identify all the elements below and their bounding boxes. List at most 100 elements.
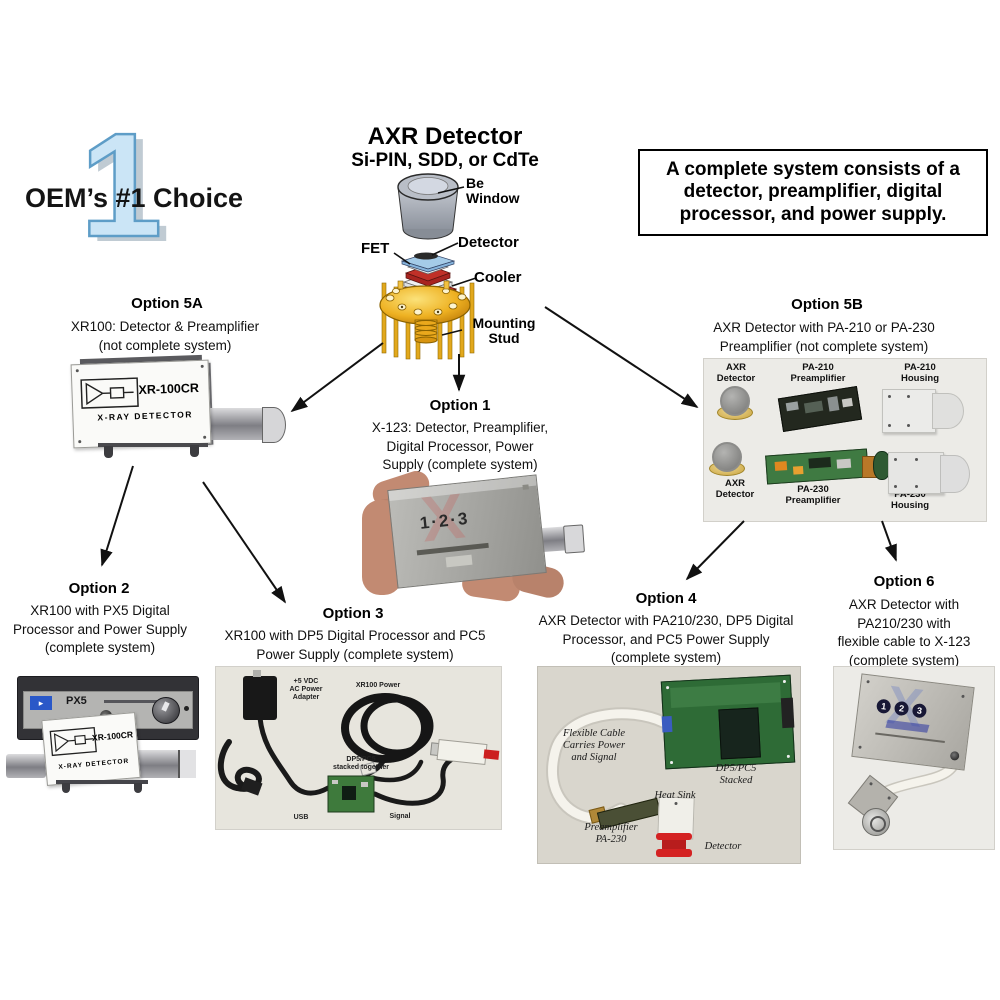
screw-dot	[858, 745, 862, 749]
mounting-stud-shape	[414, 319, 438, 344]
screw-dot	[888, 424, 891, 427]
option-4-desc: AXR Detector with PA210/230, DP5 Digital…	[538, 613, 794, 666]
usb-connector	[241, 777, 263, 796]
label-detector: Detector	[704, 841, 742, 852]
xr100-left-stub	[6, 754, 46, 778]
xr100-model-label: XR-100CR	[91, 729, 134, 743]
label-ac-adapter: +5 VDC AC Power Adapter	[289, 678, 323, 702]
option-5a-desc: XR100: Detector & Preamplifier (not comp…	[70, 319, 260, 353]
screw-dot	[915, 485, 918, 488]
option-5b-title: Option 5B	[791, 296, 863, 313]
board-part	[803, 400, 824, 414]
big-one-numeral: 1	[79, 103, 164, 268]
board-connector-dark	[780, 697, 795, 729]
xr100-snout-cap	[262, 407, 286, 443]
option-5b-desc: AXR Detector with PA-210 or PA-230 Pream…	[713, 320, 935, 354]
screw-dot	[907, 395, 910, 398]
option-6-desc: AXR Detector with PA210/230 with flexibl…	[837, 597, 971, 668]
screw-dot	[674, 801, 678, 806]
px5-text-row	[104, 700, 174, 703]
be-window-cap	[397, 173, 459, 240]
axr-detector-subtitle: Si-PIN, SDD, or CdTe	[351, 150, 539, 171]
option-3-cables	[217, 670, 500, 813]
dp5-pc5-board	[327, 775, 375, 813]
module-cylinder-end	[862, 808, 890, 836]
xr100-snout	[208, 408, 266, 440]
px5-jack	[184, 706, 189, 711]
red-detector-spool	[656, 833, 692, 857]
label-usb: USB	[293, 814, 309, 821]
option-4-title: Option 4	[635, 590, 697, 607]
label-preamplifier: Preamplifier PA-230	[584, 822, 638, 846]
board-part	[836, 458, 852, 469]
complete-system-note: A complete system consists of a detector…	[638, 149, 988, 237]
spool-flange	[656, 849, 692, 857]
coiled-cable	[341, 693, 429, 763]
option-1-desc: X-123: Detector, Preamplifier, Digital P…	[371, 420, 549, 473]
label-axr-detector-top: AXR Detector	[716, 362, 756, 384]
label-heat-sink: Heat Sink	[654, 790, 696, 801]
arrow-to-option-4	[685, 520, 745, 581]
label-flexible-cable: Flexible Cable Carries Power and Signal	[562, 728, 626, 764]
label-fet: FET	[361, 240, 390, 257]
preamp-schematic-icon	[80, 377, 139, 409]
x123-box-option6: X 1 2 3	[851, 673, 975, 771]
arrow-to-option-3	[202, 481, 287, 604]
axr-detector-title: AXR Detector	[367, 123, 523, 150]
xr100-foot	[104, 446, 113, 458]
xr100-mount-rail	[56, 780, 148, 784]
board-part	[808, 457, 832, 469]
xr100-foot	[190, 445, 199, 457]
label-pa230-preamp: PA-230 Preamplifier	[785, 484, 841, 506]
label-pa210-preamp: PA-210 Preamplifier	[790, 362, 846, 384]
arrow-to-option-6	[881, 520, 897, 562]
xr100-foot	[62, 783, 70, 793]
board-connector-blue	[661, 715, 673, 733]
option-2-title: Option 2	[68, 580, 130, 597]
option-1-title: Option 1	[429, 397, 491, 414]
board-part	[841, 397, 853, 408]
xr100-type-label: X-RAY DETECTOR	[97, 409, 194, 423]
label-pa210-housing: PA-210 Housing	[901, 362, 939, 384]
spool-middle	[662, 840, 686, 849]
xr100-detector-small	[429, 738, 500, 766]
xr100-mount-rail	[98, 443, 208, 447]
screw-dot	[200, 364, 204, 368]
digit-badge: 2	[893, 700, 910, 717]
screw-dot	[78, 440, 82, 444]
label-mounting-stud: Mounting Stud	[472, 315, 536, 347]
xr100-snout	[132, 750, 196, 778]
axr-detector-can	[717, 386, 753, 420]
px5-model-label: PX5	[66, 695, 87, 707]
detector-red-tip	[483, 749, 500, 760]
xr100-model-label: XR-100CR	[138, 380, 200, 398]
option-5a-title: Option 5A	[131, 295, 203, 312]
board-part	[785, 401, 799, 412]
screw-dot	[894, 458, 897, 461]
screw-dot	[786, 754, 790, 758]
cylinder-ring	[870, 816, 886, 832]
dp5-pc5-stacked-board	[660, 674, 796, 770]
label-cooler: Cooler	[474, 269, 522, 286]
screw-dot	[894, 485, 897, 488]
xr100-foot	[134, 783, 142, 793]
screw-dot	[907, 424, 910, 427]
screw-dot	[782, 679, 787, 684]
can-top	[720, 386, 750, 416]
pa210-housing-snout	[932, 393, 964, 429]
option-3-desc: XR100 with DP5 Digital Processor and PC5…	[224, 628, 486, 662]
spool-flange	[656, 833, 692, 840]
box-barcode	[445, 554, 473, 568]
board-part	[792, 465, 804, 475]
coiled-cable	[360, 695, 434, 757]
option-6-title: Option 6	[873, 573, 935, 590]
fpga-chip	[718, 707, 761, 760]
pa230-housing-bump	[940, 455, 970, 493]
x123-snout-cap	[563, 524, 585, 554]
x123-box: X 1·2·3	[387, 474, 547, 589]
gold-header-disc	[379, 280, 471, 325]
screw-dot	[669, 760, 674, 765]
can-top	[712, 442, 742, 472]
label-signal: Signal	[389, 813, 411, 820]
cable-connector	[359, 761, 377, 777]
